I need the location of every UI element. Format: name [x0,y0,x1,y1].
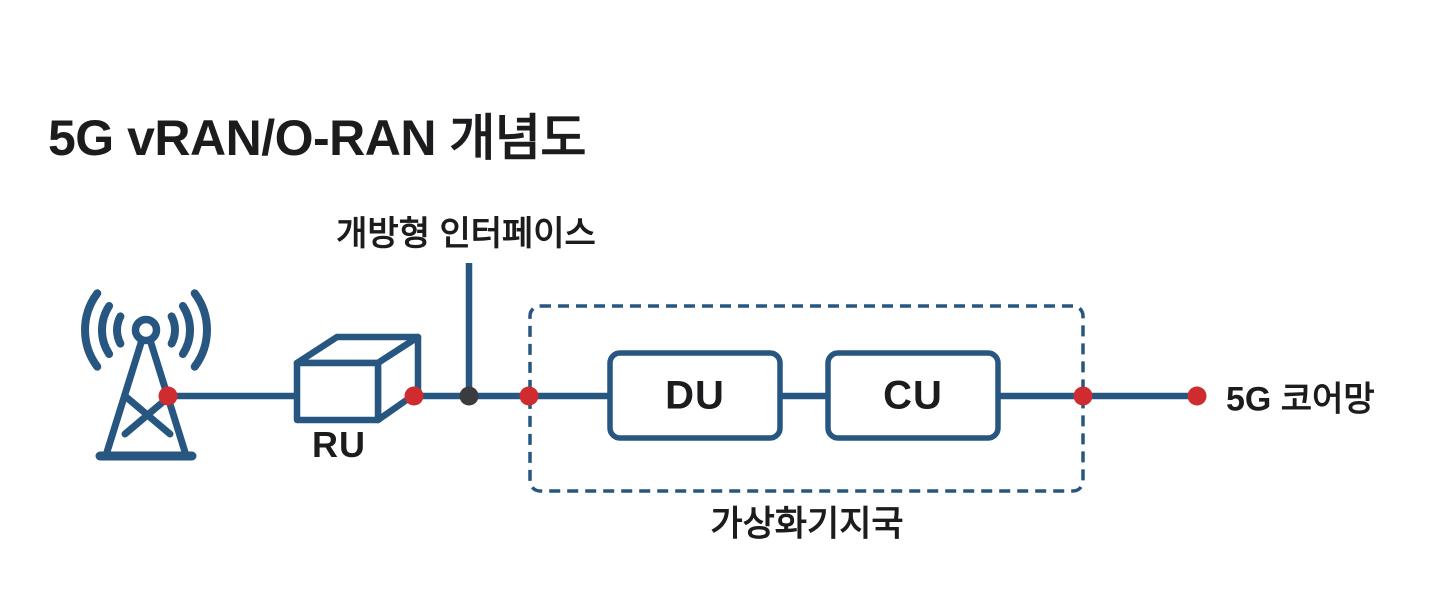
page-title: 5G vRAN/O-RAN 개념도 [48,109,586,166]
ru-box-icon [293,333,422,424]
red-dot-tower [158,386,178,406]
radio-waves-icon [81,289,211,371]
cu-box [825,350,1001,441]
virtual-base-station-label: 가상화기지국 [710,504,904,544]
connection-dots [158,386,1207,406]
cell-tower-icon [81,289,211,461]
red-dot-ru [404,386,424,406]
antenna-head [131,315,161,345]
core-network-label: 5G 코어망 [1226,380,1375,419]
red-dot-vbs-left [519,386,539,406]
open-interface-junction-dot [459,386,479,406]
du-label: DU [665,373,725,418]
du-box [607,350,783,441]
ru-label: RU [312,424,366,465]
ru-box-front-face [293,359,382,424]
open-interface-label: 개방형 인터페이스 [336,215,596,253]
connection-lines [168,263,1197,400]
cu-label: CU [883,373,943,418]
red-dot-vbs-right [1073,386,1093,406]
red-dot-core [1187,386,1207,406]
